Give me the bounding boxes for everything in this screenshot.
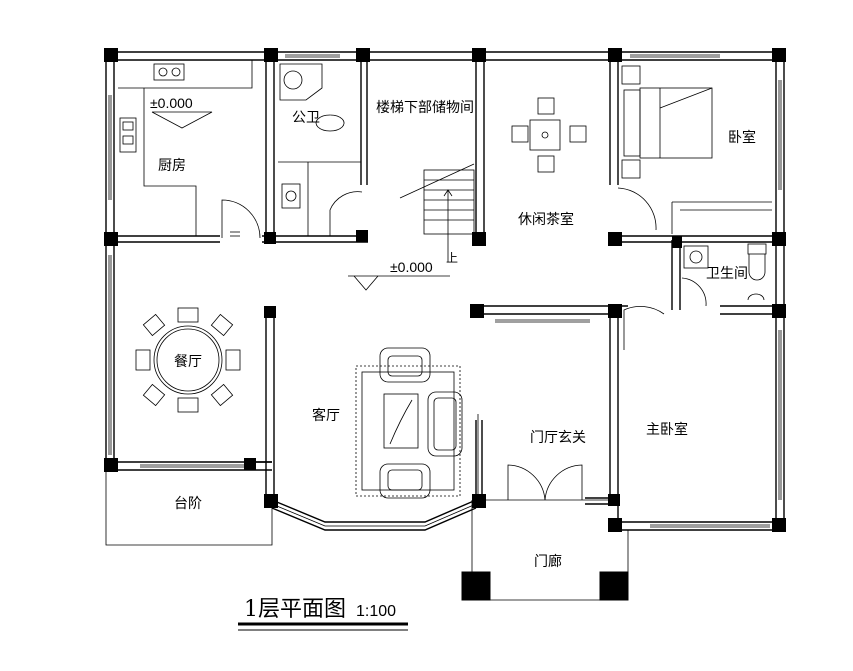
windows [108,54,782,528]
label-bathroom: 卫生间 [706,266,748,282]
toilet-fixtures [279,63,345,209]
drawing-scale: 1:100 [356,603,396,620]
room-labels: 厨房 公卫 楼梯下部储物间 休闲茶室 卧室 卫生间 餐厅 客厅 门厅玄关 主卧室… [150,95,756,570]
elevation-kitchen: ±0.000 [150,95,193,111]
doors [221,187,707,501]
elevation-markers [348,275,450,291]
columns [104,48,786,601]
label-living: 客厅 [312,407,340,424]
label-dining: 餐厅 [174,354,202,370]
stairs [399,163,475,262]
dining-furniture [135,307,241,413]
label-bedroom: 卧室 [728,129,756,146]
tea-room-furniture [511,97,587,173]
title-underline [238,622,408,631]
interior-walls [110,55,780,530]
label-public-toilet: 公卫 [292,110,320,126]
label-understair-storage: 楼梯下部储物间 [376,100,474,116]
label-kitchen: 厨房 [158,158,186,174]
kitchen-fixtures [118,60,253,236]
label-master-bedroom: 主卧室 [646,421,688,438]
bedroom-furniture [621,65,772,234]
label-steps: 台阶 [174,496,202,512]
label-porch: 门廊 [534,553,562,570]
bathroom-fixtures [683,243,767,301]
bay-window [271,499,477,531]
label-tea-room: 休闲茶室 [518,211,574,228]
living-furniture [355,347,463,499]
elevation-hall: ±0.000 [390,259,433,275]
steps-and-porch [105,414,629,601]
label-foyer: 门厅玄关 [530,429,586,446]
drawing-title: 1层平面图 [244,597,346,622]
stair-up-mark: 上 [446,251,458,265]
exterior-walls [105,51,785,531]
